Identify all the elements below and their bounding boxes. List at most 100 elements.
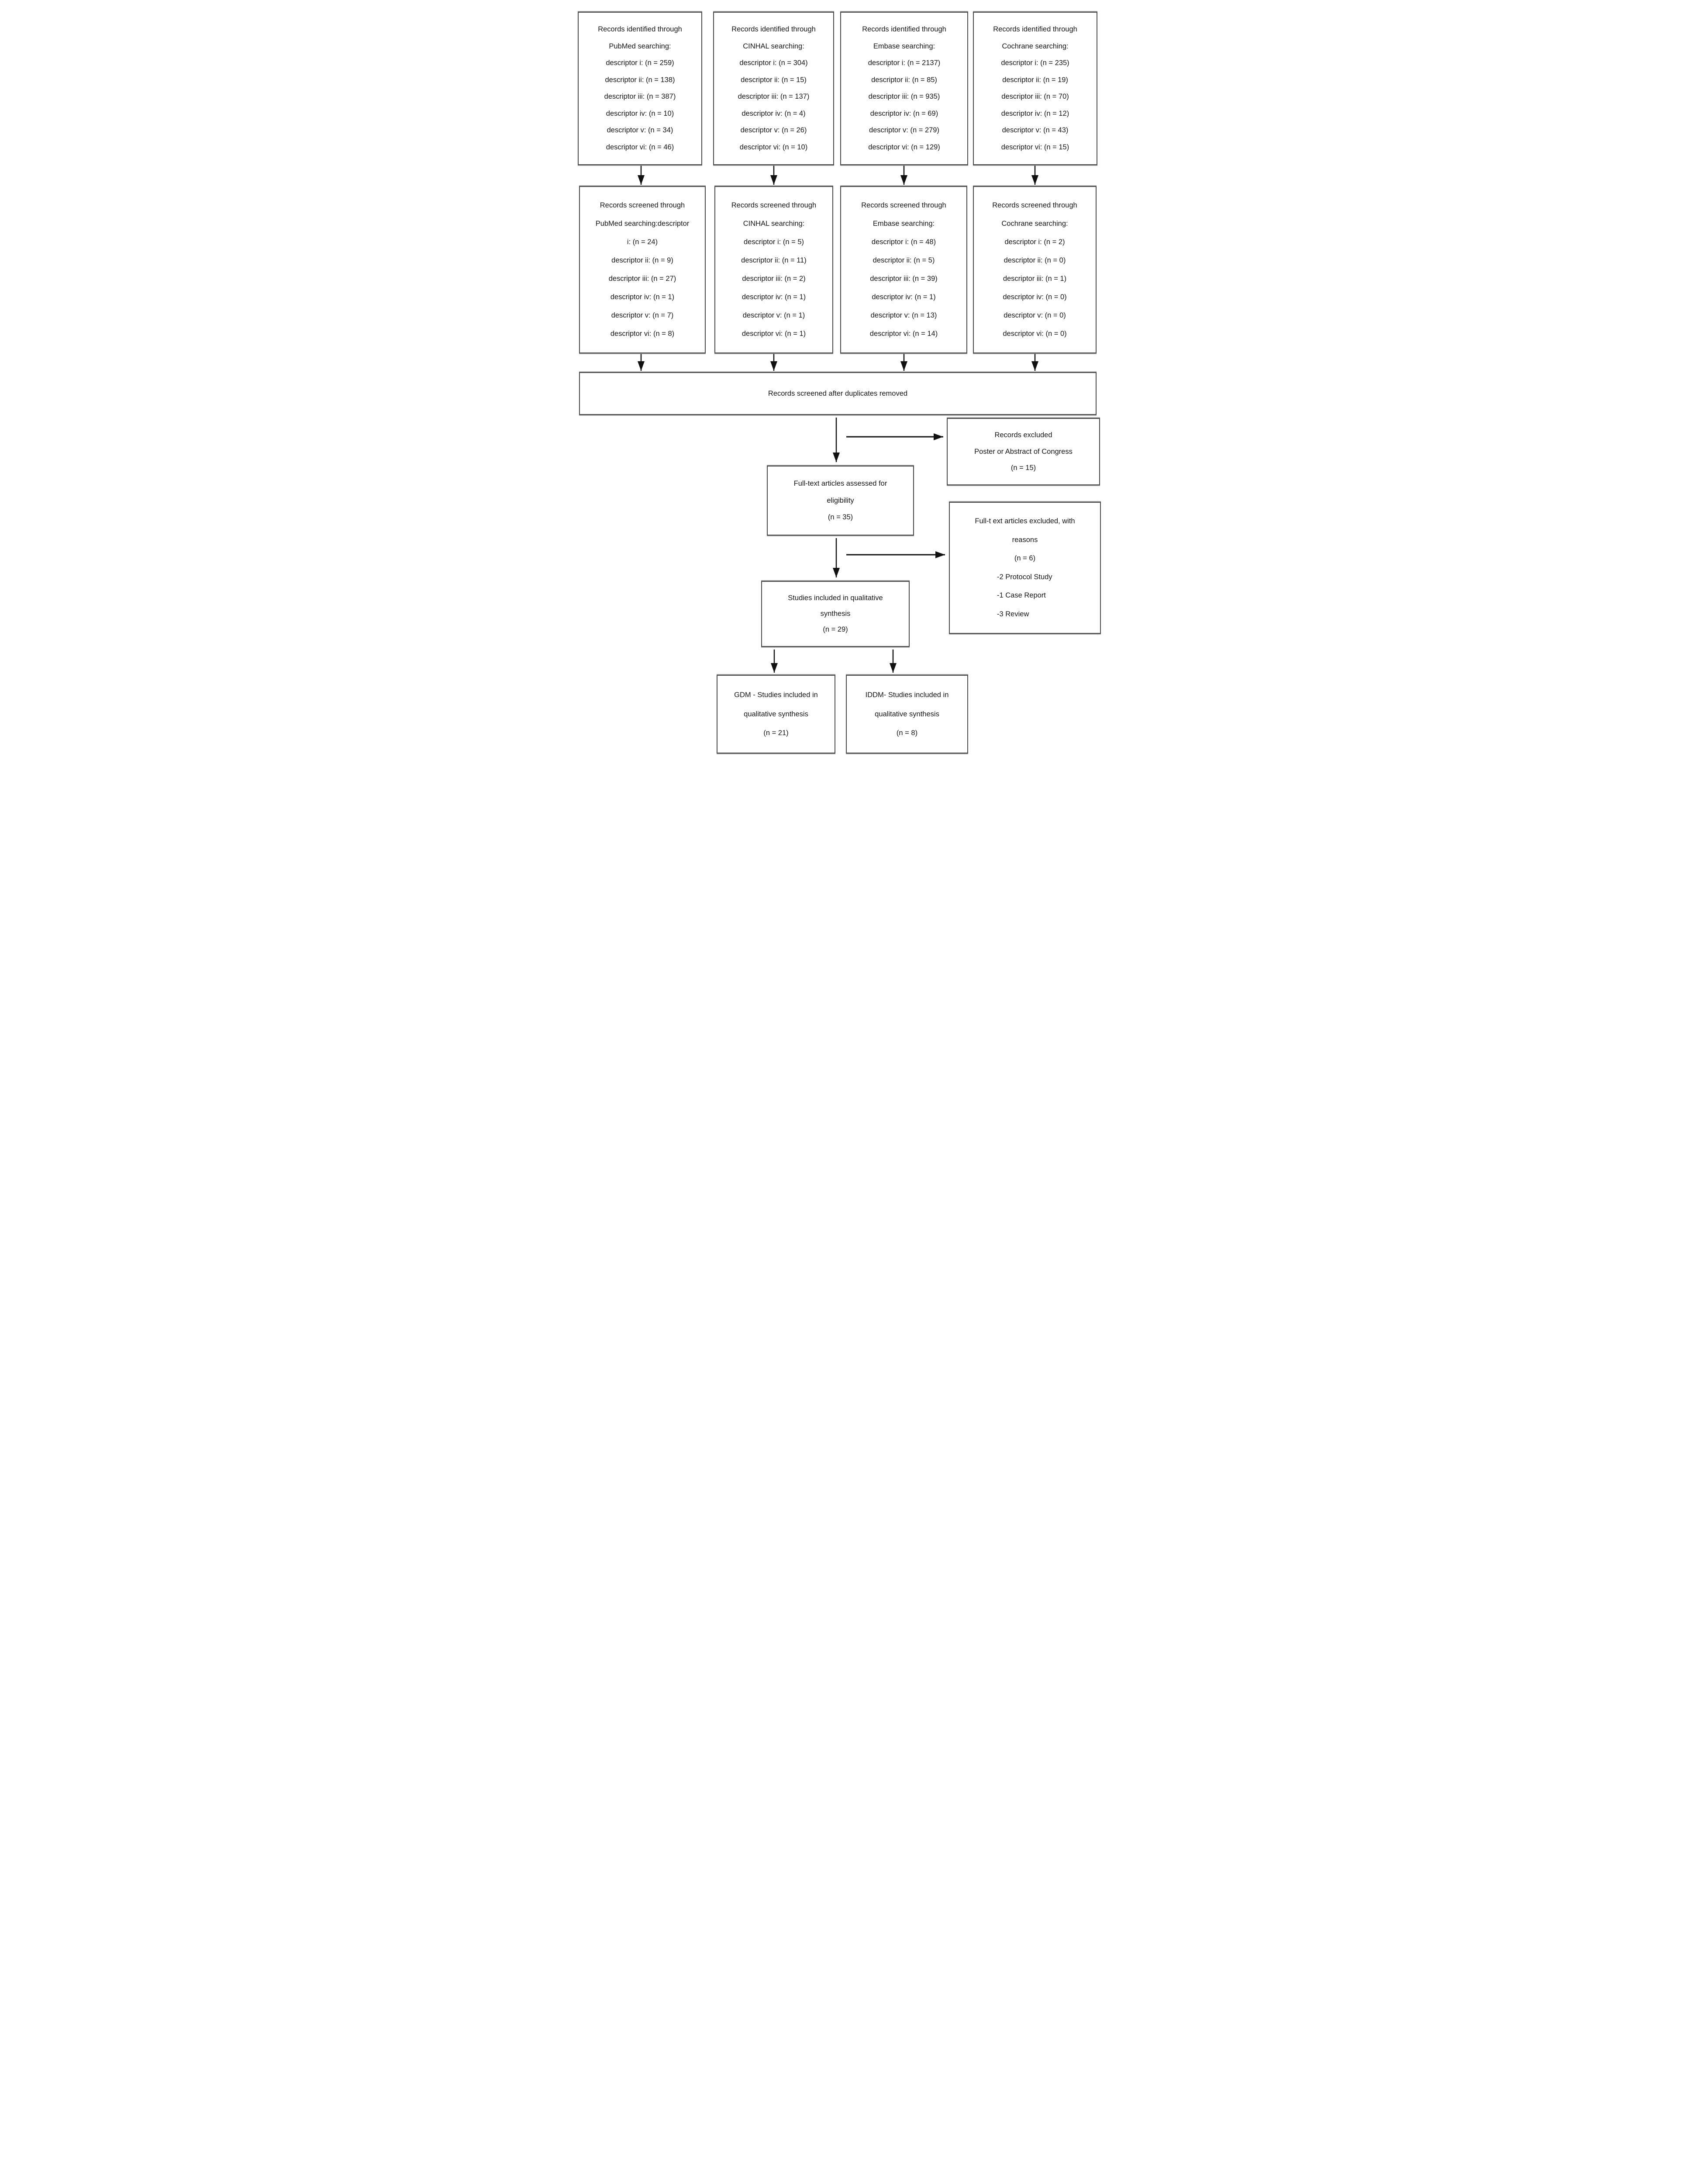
box-line: descriptor iii: (n = 2) <box>742 274 806 283</box>
box-line: Records screened through <box>600 201 685 210</box>
box-line: IDDM- Studies included in <box>865 691 949 699</box>
box-line: descriptor v: (n = 279) <box>869 126 939 135</box>
box-line: Records screened through <box>861 201 946 210</box>
box-line: descriptor iii: (n = 1) <box>1003 274 1067 283</box>
box-line: PubMed searching:descriptor <box>595 220 690 228</box>
box-line: reasons <box>1012 536 1038 544</box>
box-gdm-included: GDM - Studies included in qualitative syn… <box>717 675 835 753</box>
box-fulltext-excluded: Full-t ext articles excluded, with reason… <box>949 502 1101 634</box>
box-line: descriptor vi: (n = 15) <box>1001 143 1069 151</box>
box-line: descriptor v: (n = 43) <box>1002 126 1069 135</box>
box-line: descriptor iv: (n = 10) <box>606 109 674 117</box>
box-line: descriptor i: (n = 259) <box>606 59 674 67</box>
box-line: Poster or Abstract of Congress <box>974 447 1073 456</box>
box-line: i: (n = 24) <box>627 238 658 246</box>
box-line: Records identified through <box>862 25 946 34</box>
box-line: descriptor i: (n = 2137) <box>868 59 941 67</box>
box-line: descriptor ii: (n = 138) <box>605 76 675 84</box>
box-line: CINHAL searching: <box>743 42 804 50</box>
box-line: descriptor vi: (n = 8) <box>610 329 675 338</box>
box-line: Cochrane searching: <box>1002 42 1069 50</box>
box-line: GDM - Studies included in <box>734 691 818 699</box>
box-line: descriptor vi: (n = 14) <box>869 329 938 338</box>
box-line: Embase searching: <box>873 42 935 50</box>
box-line: descriptor ii: (n = 85) <box>871 76 937 84</box>
box-line: Records screened through <box>992 201 1077 210</box>
box-line: descriptor v: (n = 34) <box>607 126 673 135</box>
box-line: -3 Review <box>997 610 1029 618</box>
box-line: -1 Case Report <box>997 591 1046 600</box>
box-line: descriptor vi: (n = 46) <box>606 143 674 151</box>
box-line: CINHAL searching: <box>743 220 805 228</box>
box-line: descriptor ii: (n = 11) <box>741 256 807 264</box>
box-line: descriptor ii: (n = 19) <box>1002 76 1068 84</box>
box-duplicates-removed: Records screened after duplicates remove… <box>579 372 1097 415</box>
box-line: (n = 29) <box>823 625 848 634</box>
box-line: descriptor vi: (n = 10) <box>739 143 808 151</box>
box-line: Cochrane searching: <box>1001 220 1068 228</box>
box-line: descriptor vi: (n = 1) <box>742 329 806 338</box>
box-line: Records excluded <box>994 431 1052 439</box>
box-line: descriptor v: (n = 0) <box>1004 311 1066 319</box>
box-line: descriptor iv: (n = 69) <box>870 109 938 117</box>
box-line: synthesis <box>820 610 851 618</box>
box-line: qualitative synthesis <box>875 710 939 718</box>
box-line: descriptor v: (n = 1) <box>742 311 805 319</box>
box-line: Full-text articles assessed for <box>793 479 887 487</box>
box-line: Records identified through <box>598 25 682 34</box>
box-line: descriptor i: (n = 235) <box>1001 59 1069 67</box>
box-line: descriptor v: (n = 13) <box>870 311 937 319</box>
box-line: descriptor i: (n = 2) <box>1004 238 1065 246</box>
box-line: descriptor iii: (n = 387) <box>604 93 676 101</box>
box-line: descriptor iii: (n = 27) <box>608 274 676 283</box>
box-line: Full-t ext articles excluded, with <box>975 517 1075 525</box>
box-qualitative-synthesis: Studies included in qualitative synthesis… <box>761 581 910 647</box>
box-line: descriptor iii: (n = 70) <box>1001 93 1069 101</box>
box-line: descriptor iii: (n = 935) <box>868 93 940 101</box>
box-line: Records identified through <box>993 25 1077 34</box>
box-line: descriptor iii: (n = 137) <box>738 93 810 101</box>
box-line: descriptor iii: (n = 39) <box>870 274 938 283</box>
box-line: descriptor ii: (n = 5) <box>873 256 935 264</box>
box-line: descriptor i: (n = 304) <box>739 59 808 67</box>
box-line: (n = 21) <box>763 729 789 737</box>
box-line: qualitative synthesis <box>744 710 808 718</box>
box-line: descriptor i: (n = 48) <box>871 238 936 246</box>
box-line: (n = 15) <box>1011 463 1036 472</box>
box-line: descriptor iv: (n = 1) <box>610 293 675 301</box>
box-line: Embase searching: <box>873 220 935 228</box>
box-iddm-included: IDDM- Studies included in qualitative syn… <box>846 675 968 753</box>
box-line: descriptor ii: (n = 0) <box>1004 256 1066 264</box>
box-line: PubMed searching: <box>609 42 671 50</box>
box-line: descriptor iv: (n = 4) <box>742 109 806 117</box>
box-line: descriptor iv: (n = 12) <box>1001 109 1069 117</box>
box-line: Records screened through <box>731 201 817 210</box>
box-fulltext-assessed: Full-text articles assessed for eligibili… <box>767 466 914 536</box>
box-line: (n = 8) <box>896 729 918 737</box>
box-line: (n = 6) <box>1014 554 1036 563</box>
box-line: descriptor iv: (n = 1) <box>872 293 936 301</box>
box-line: eligibility <box>827 496 854 505</box>
box-line: (n = 35) <box>828 513 853 522</box>
box-line: Records screened after duplicates remove… <box>768 389 908 397</box>
box-line: descriptor ii: (n = 15) <box>741 76 807 84</box>
box-line: descriptor v: (n = 7) <box>611 311 674 319</box>
box-line: descriptor iv: (n = 0) <box>1003 293 1067 301</box>
box-line: descriptor iv: (n = 1) <box>742 293 806 301</box>
box-line: descriptor vi: (n = 129) <box>868 143 940 151</box>
box-line: descriptor vi: (n = 0) <box>1003 329 1067 338</box>
box-line: descriptor ii: (n = 9) <box>611 256 673 264</box>
box-line: Records identified through <box>731 25 816 34</box>
box-line: descriptor i: (n = 5) <box>743 238 804 246</box>
box-line: -2 Protocol Study <box>997 573 1052 581</box>
box-line: Studies included in qualitative <box>788 594 883 602</box>
